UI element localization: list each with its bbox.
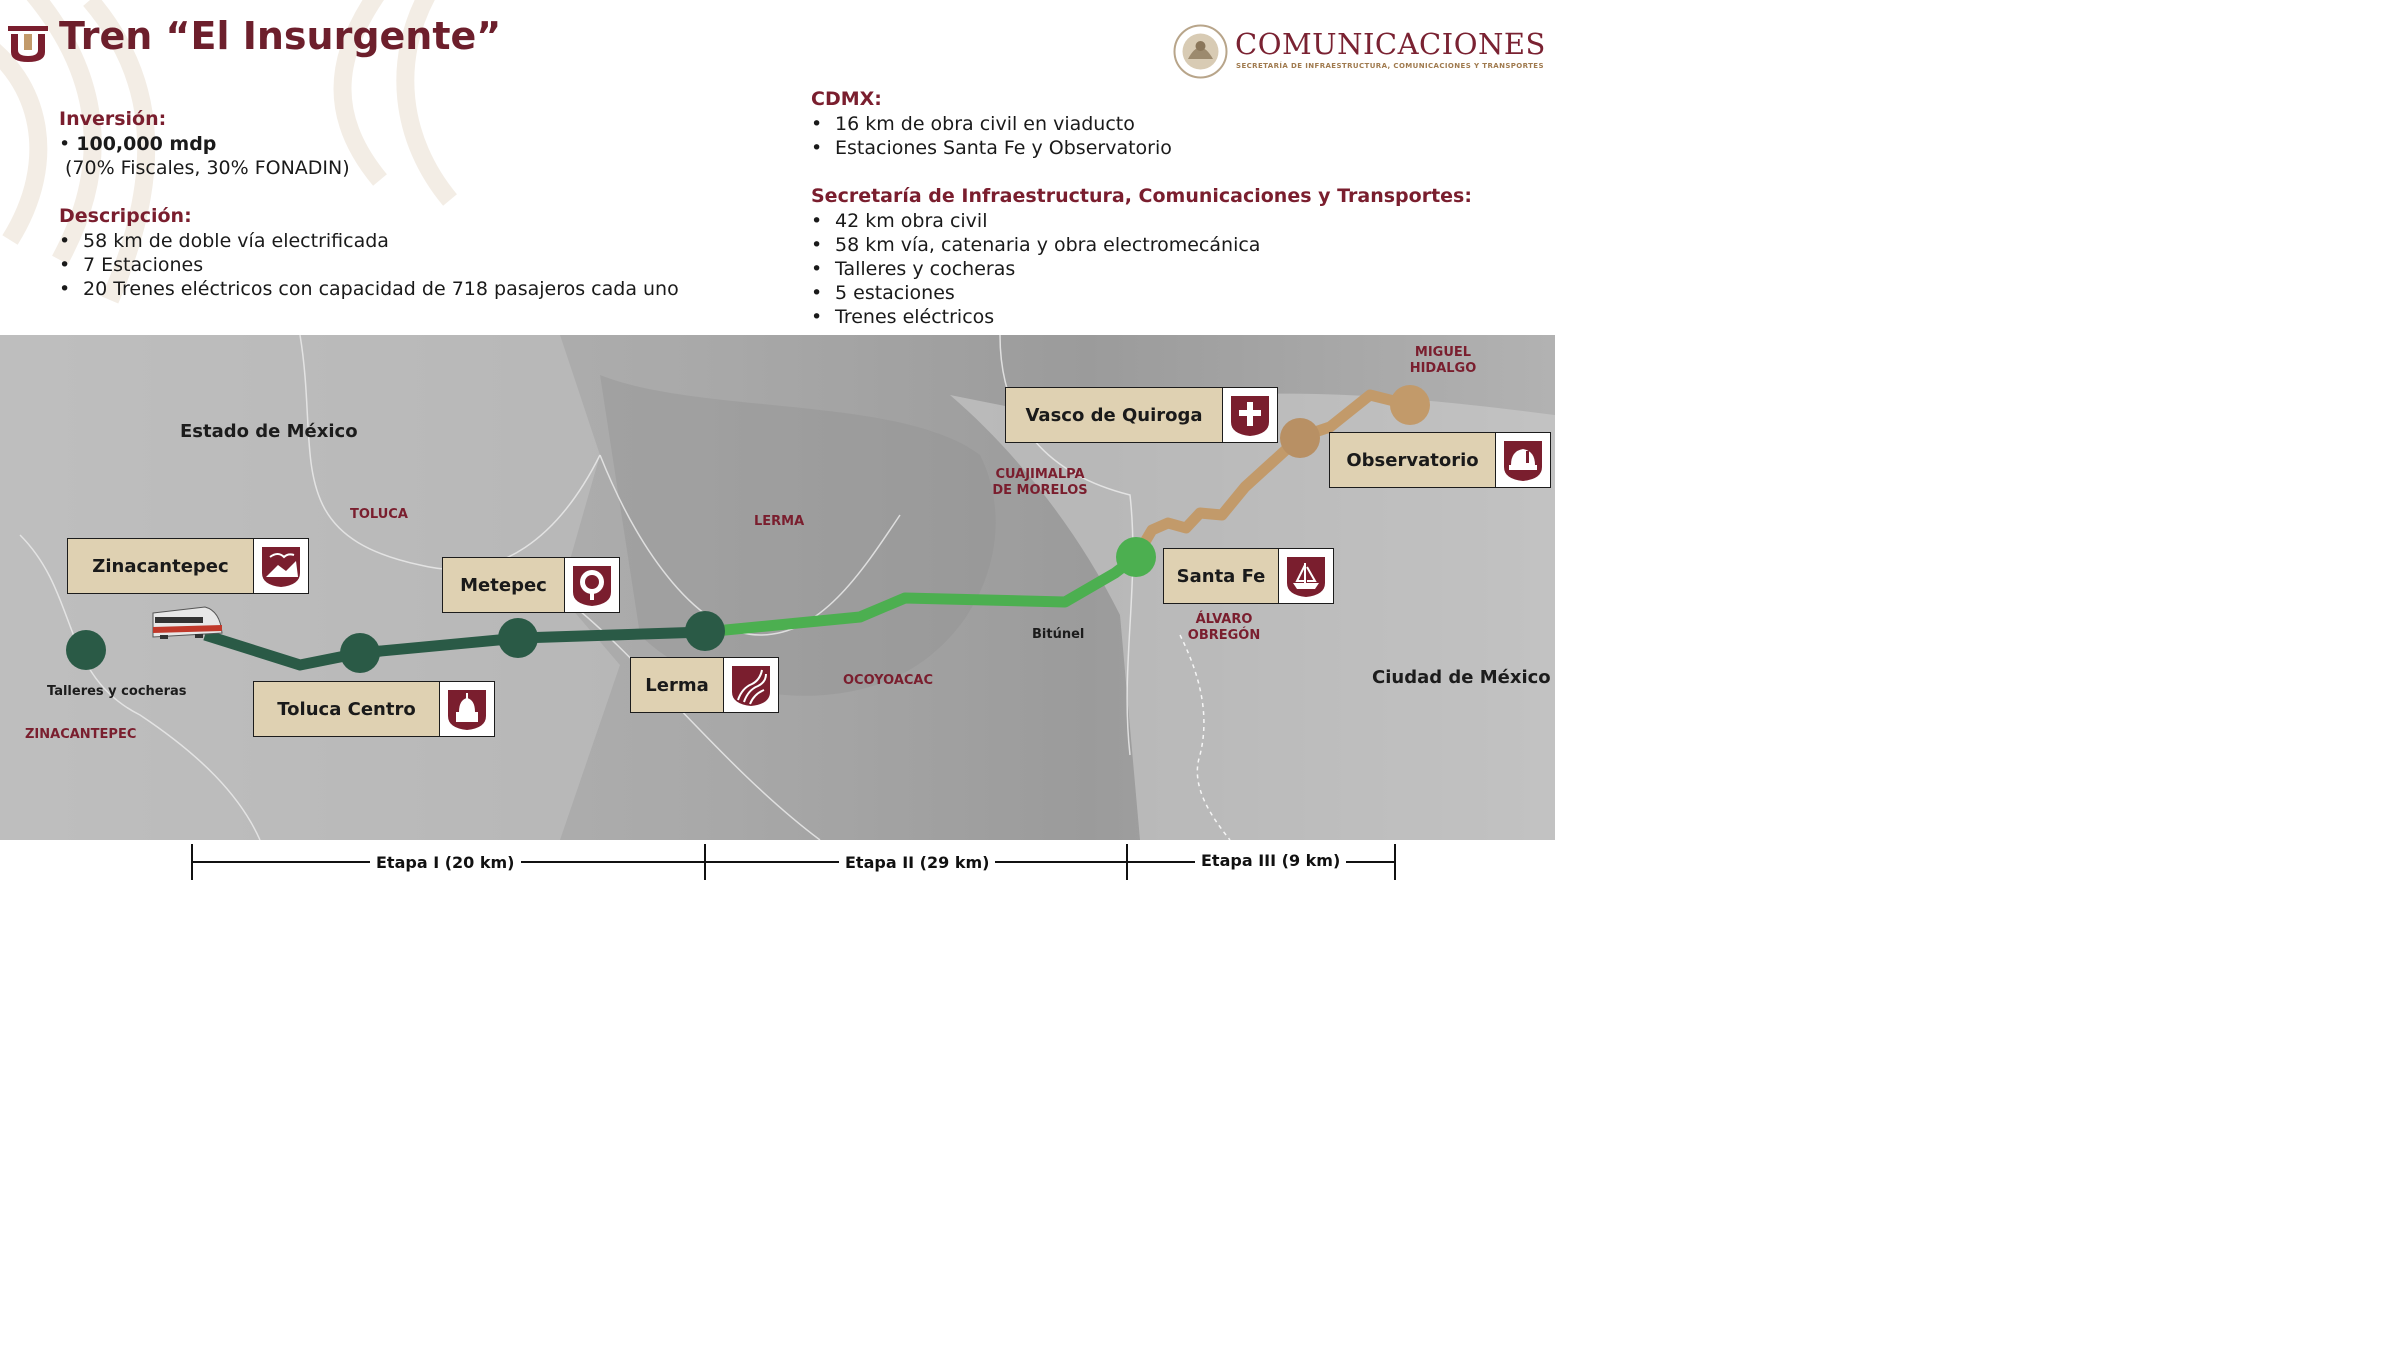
bird-mountain-icon [253,539,308,593]
ship-icon [1278,549,1333,603]
station-name: Lerma [645,674,709,696]
description-list: 58 km de doble vía electrificada 7 Estac… [59,229,679,301]
agency-subtitle: SECRETARÍA DE INFRAESTRUCTURA, COMUNICAC… [1236,62,1544,70]
station-dot-talleres [66,630,106,670]
list-item: 58 km de doble vía electrificada [59,229,679,253]
cdmx-heading: CDMX: [811,88,882,110]
dome-building-icon [439,682,494,736]
dashed-border [1179,634,1231,840]
municipality-cuajimalpa: CUAJIMALPA DE MORELOS [992,467,1088,498]
station-name: Toluca Centro [277,698,416,720]
list-item: 16 km de obra civil en viaducto [811,112,1172,136]
municipality-miguel-hidalgo: MIGUEL HIDALGO [1409,345,1477,376]
water-waves-icon [723,658,778,712]
list-item: Estaciones Santa Fe y Observatorio [811,136,1172,160]
station-santa-fe: Santa Fe [1163,548,1334,604]
investment-heading: Inversión: [59,108,167,130]
list-item: Talleres y cocheras [811,257,1260,281]
sict-heading: Secretaría de Infraestructura, Comunicac… [811,185,1472,207]
municipality-alvaro-obregon: ÁLVARO OBREGÓN [1187,612,1261,643]
municipality-toluca: TOLUCA [350,507,408,522]
investment-amount-value: 100,000 mdp [76,133,217,155]
station-observatorio: Observatorio [1329,432,1551,488]
station-zinacantepec: Zinacantepec [67,538,309,594]
municipality-ocoyoacac: OCOYOACAC [843,673,934,688]
region-edomex: Estado de México [180,421,358,442]
station-name: Metepec [460,574,547,596]
station-name: Observatorio [1346,449,1479,471]
cross-icon [1222,388,1277,442]
station-dot-santa-fe [1116,537,1156,577]
station-name: Zinacantepec [92,555,229,577]
list-item: 58 km vía, catenaria y obra electromecán… [811,233,1260,257]
station-vasco-de-quiroga: Vasco de Quiroga [1005,387,1278,443]
station-dot-metepec [498,618,538,658]
background-pattern [0,0,457,304]
sict-list: 42 km obra civil 58 km vía, catenaria y … [811,209,1260,329]
route-stage-3 [1131,389,1412,560]
region-cdmx: Ciudad de México [1372,667,1551,688]
station-dot-observatorio [1390,385,1430,425]
list-item: 42 km obra civil [811,209,1260,233]
station-dot-toluca-centro [340,633,380,673]
cdmx-list: 16 km de obra civil en viaducto Estacion… [811,112,1172,160]
municipality-zinacantepec: ZINACANTEPEC [25,727,137,742]
station-metepec: Metepec [442,557,620,613]
list-item: 20 Trenes eléctricos con capacidad de 71… [59,277,679,301]
station-name: Santa Fe [1176,565,1266,587]
route-stage-2 [704,552,1140,638]
investment-breakdown: (70% Fiscales, 30% FONADIN) [65,157,350,179]
station-toluca-centro: Toluca Centro [253,681,495,737]
label-bitunel: Bitúnel [1032,627,1085,642]
stage-3-label: Etapa III (9 km) [1195,851,1347,870]
list-item: 5 estaciones [811,281,1260,305]
observatory-icon [1495,433,1550,487]
stage-2-label: Etapa II (29 km) [839,853,996,872]
investment-amount: • 100,000 mdp [59,133,217,155]
train-icon [152,606,223,639]
tree-of-life-icon [564,558,619,612]
stage-1-label: Etapa I (20 km) [370,853,521,872]
cdmx-urban-area [950,393,1555,840]
description-heading: Descripción: [59,205,192,227]
municipality-lerma: LERMA [754,514,805,529]
list-item: 7 Estaciones [59,253,679,277]
route-map: Estado de México Ciudad de México TOLUCA… [0,335,1555,840]
station-lerma: Lerma [630,657,779,713]
label-talleres: Talleres y cocheras [47,684,187,699]
station-dot-vasco [1280,418,1320,458]
page-title: Tren “El Insurgente” [59,14,502,58]
station-name: Vasco de Quiroga [1025,404,1203,426]
tren-maya-style-logo-icon [8,26,48,62]
agency-name: COMUNICACIONES [1235,27,1546,61]
mexico-coat-of-arms-icon [1173,24,1228,79]
list-item: Trenes eléctricos [811,305,1260,329]
station-dot-lerma [685,611,725,651]
